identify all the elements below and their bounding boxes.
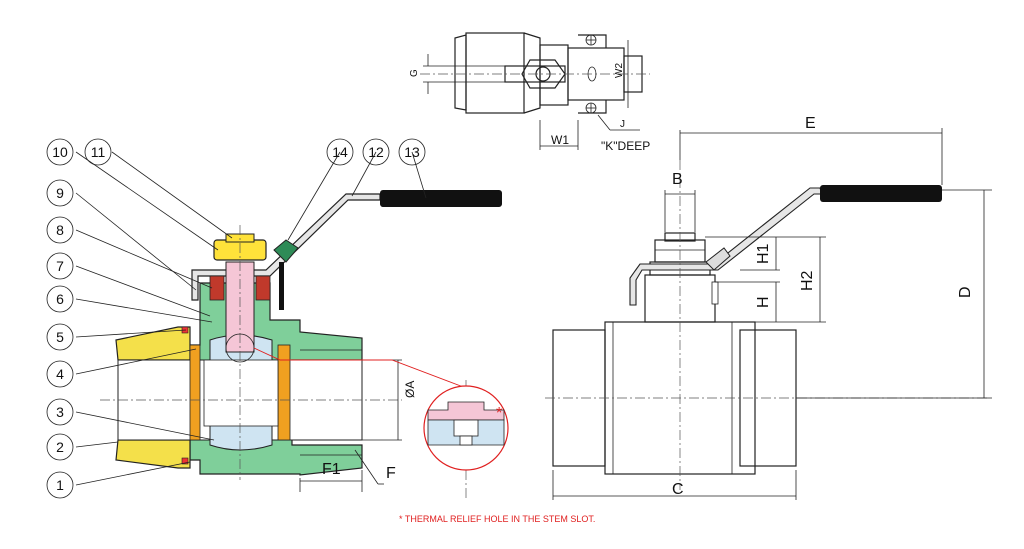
f-label: F (386, 465, 396, 482)
h2-label: H2 (799, 270, 816, 291)
j-label: J (620, 119, 625, 130)
callout-leaders (75, 151, 427, 486)
packing-left (209, 275, 225, 301)
stop-pin (279, 262, 284, 310)
callout-13: 13 (404, 144, 420, 160)
callout-8: 8 (56, 222, 64, 238)
callout-14: 14 (332, 144, 348, 160)
b-label: B (672, 171, 683, 188)
side-view (545, 128, 992, 500)
h-label: H (755, 296, 772, 308)
callout-4: 4 (56, 366, 64, 382)
w2-label: W2 (614, 63, 625, 78)
packing-right (255, 275, 271, 301)
h1-label: H1 (755, 243, 772, 264)
oa-label: ØA (403, 381, 417, 398)
d-label: D (957, 286, 974, 298)
w1-label: W1 (551, 133, 569, 147)
top-view (420, 32, 650, 150)
callout-12: 12 (368, 144, 384, 160)
detail-view (423, 380, 509, 500)
callout-9: 9 (56, 185, 64, 201)
callout-10: 10 (52, 144, 68, 160)
callout-5: 5 (56, 329, 64, 345)
e-label: E (805, 115, 816, 132)
callout-6: 6 (56, 291, 64, 307)
thermal-relief-note: * THERMAL RELIEF HOLE IN THE STEM SLOT. (399, 514, 595, 524)
section-view (100, 190, 502, 492)
seat-left (189, 344, 201, 441)
g-label: G (409, 69, 420, 77)
callout-11: 11 (91, 144, 106, 160)
f1-label: F1 (322, 461, 341, 478)
k-deep-label: "K"DEEP (601, 139, 650, 153)
callout-1: 1 (56, 477, 64, 493)
callout-7: 7 (56, 258, 64, 274)
detail-asterisk: * (496, 405, 502, 422)
callout-bubbles (46, 138, 426, 499)
handle-grip (380, 190, 502, 207)
c-label: C (672, 481, 684, 498)
seat-right (277, 344, 291, 441)
callout-3: 3 (56, 404, 64, 420)
callout-2: 2 (56, 439, 64, 455)
lock-clip (273, 239, 299, 263)
